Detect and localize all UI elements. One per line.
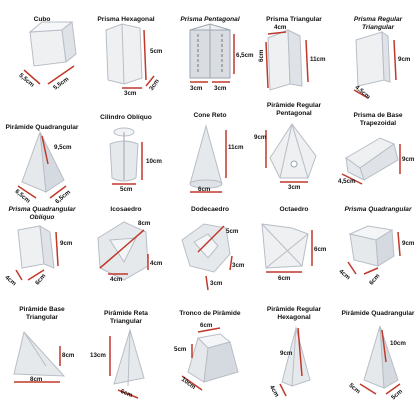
dim-label: 10cm <box>146 158 162 165</box>
dim-label: 6cm <box>258 49 265 62</box>
triangular-base-pyramid-figure <box>13 330 66 383</box>
frustum-figure <box>181 327 239 391</box>
dim-label: 5cm <box>226 228 239 235</box>
shape-octaedro: Octaedro 6cm 6cm <box>252 204 336 304</box>
dim-label: 5cm <box>120 186 133 193</box>
cone-figure <box>189 124 227 193</box>
oblique-square-prism-figure <box>15 225 59 281</box>
dim-label: 4cm <box>274 24 287 31</box>
dim-label: 3cm <box>288 184 301 191</box>
shape-piramide-reta-triangular: Pirâmide Reta Triangular 13cm 6cm <box>84 300 168 400</box>
shape-title: Octaedro <box>279 206 309 213</box>
shape-title: Cubo <box>33 16 51 23</box>
trapezoidal-prism-figure <box>341 137 401 185</box>
triangular-prism-figure <box>265 29 309 91</box>
dim-label: 5cm <box>174 346 187 353</box>
dim-label: 8cm <box>138 220 151 227</box>
shape-prisma-base-trapezoidal: Prisma de Base Trapezoidal 9cm 4,5cm <box>336 108 420 208</box>
shape-title: Tronco de Pirâmide <box>179 310 241 317</box>
dodecahedron-figure <box>181 223 233 291</box>
shape-title: Prisma Quadrangular Oblíquo <box>8 206 76 221</box>
shape-title: Pirâmide Regular Hexagonal <box>266 306 322 321</box>
oblique-cylinder-figure <box>109 127 143 185</box>
dim-label: 5cm <box>150 48 163 55</box>
shape-title: Icosaedro <box>110 206 142 213</box>
shape-tronco-de-piramide: Tronco de Pirâmide 6cm 5cm 10cm <box>168 300 252 400</box>
shape-icosaedro: Icosaedro 8cm 4cm 4cm <box>84 204 168 304</box>
shape-prisma-hexagonal: Prisma Hexagonal 5cm 3cm 3cm <box>84 0 168 100</box>
shape-cone-reto: Cone Reto 11cm 6cm <box>168 108 252 208</box>
dim-label: 6,5cm <box>236 52 254 59</box>
shape-title: Prisma Regular Triangular <box>353 16 403 31</box>
hexagonal-pyramid-figure <box>279 326 311 397</box>
shape-prisma-pentagonal: Prisma Pentagonal 6,5cm 3cm 3cm <box>168 0 254 100</box>
shape-title: Pirâmide Regular Pentagonal <box>266 102 322 117</box>
regular-triangular-prism-figure <box>353 31 397 99</box>
shape-cilindro-obliquo: Cilindro Oblíquo 10cm 5cm <box>84 108 168 208</box>
dim-label: 13cm <box>90 352 106 359</box>
dim-label: 9cm <box>254 134 267 141</box>
shape-title: Pirâmide Reta Triangular <box>104 310 148 325</box>
shape-cubo: Cubo 5,5cm 5,5cm <box>0 0 84 100</box>
dim-label: 10cm <box>390 340 406 347</box>
right-triangular-pyramid-figure <box>109 328 145 399</box>
shape-piramide-quadrangular: Pirâmide Quadrangular 9,5cm 6,5cm 6,5cm <box>0 108 84 208</box>
pentagonal-pyramid-figure <box>265 123 317 183</box>
shape-piramide-base-triangular: Pirâmide Base Triangular 8cm 8cm <box>0 300 84 400</box>
dim-label: 3cm <box>210 280 223 287</box>
shape-prisma-triangular: Prisma Triangular 4cm 11cm 6cm <box>252 0 336 100</box>
dim-label: 3cm <box>190 85 203 92</box>
shape-title: Prisma Pentagonal <box>180 16 240 23</box>
shape-title: Prisma Triangular <box>266 16 322 23</box>
dim-label: 6cm <box>278 275 291 282</box>
dim-label: 6cm <box>200 322 213 329</box>
hexagonal-prism-figure <box>105 23 155 89</box>
dim-label: 9cm <box>398 56 411 63</box>
shape-title: Prisma Hexagonal <box>97 16 155 23</box>
pentagonal-prism-figure <box>189 23 235 83</box>
dim-label: 6cm <box>198 186 211 193</box>
dim-label: 11cm <box>310 56 326 63</box>
dim-label: 9cm <box>402 240 415 247</box>
dim-label: 4,5cm <box>338 178 356 185</box>
shape-piramide-regular-pentagonal: Pirâmide Regular Pentagonal 9cm 3cm <box>252 102 336 208</box>
cube-figure <box>23 21 77 85</box>
shape-prisma-regular-triangular: Prisma Regular Triangular 9cm 4,5cm <box>336 0 420 101</box>
dim-label: 9cm <box>280 350 293 357</box>
shape-title: Prisma Quadrangular <box>344 206 412 213</box>
dim-label: 3cm <box>214 85 227 92</box>
shape-prisma-quadrangular-obliquo: Prisma Quadrangular Oblíquo 9cm 4cm 6cm <box>0 204 84 304</box>
shape-prisma-quadrangular: Prisma Quadrangular 9cm 4cm 6cm <box>336 204 420 304</box>
square-pyramid-figure-2 <box>359 325 401 395</box>
octahedron-figure <box>261 223 313 273</box>
dim-label: 4cm <box>110 276 123 283</box>
dim-label: 8cm <box>62 352 75 359</box>
dim-label: 8cm <box>30 376 43 383</box>
icosahedron-figure <box>97 221 149 281</box>
shape-title: Cilindro Oblíquo <box>100 114 152 121</box>
dim-label: 3cm <box>124 90 137 97</box>
shape-title: Pirâmide Quadrangular <box>341 310 415 317</box>
dim-label: 9cm <box>60 240 73 247</box>
dim-label: 6cm <box>314 246 327 253</box>
dim-label: 4cm <box>150 260 163 267</box>
square-prism-figure <box>347 225 401 275</box>
shape-title: Dodecaedro <box>190 206 230 213</box>
shape-dodecaedro: Dodecaedro 5cm 3cm 3cm <box>168 204 252 304</box>
shape-title: Pirâmide Quadrangular <box>5 124 79 131</box>
shape-title: Pirâmide Base Triangular <box>19 306 65 321</box>
dim-label: 9,5cm <box>54 144 72 151</box>
dim-label: 9cm <box>402 156 415 163</box>
shape-piramide-quadrangular-2: Pirâmide Quadrangular 10cm 5cm 5cm <box>336 300 420 401</box>
dim-label: 3cm <box>232 262 245 269</box>
shape-piramide-regular-hexagonal: Pirâmide Regular Hexagonal 9cm 4cm <box>252 300 336 400</box>
square-pyramid-figure <box>17 131 67 199</box>
dim-label: 11cm <box>228 144 244 151</box>
shape-title: Prisma de Base Trapezoidal <box>353 112 403 127</box>
shape-title: Cone Reto <box>193 112 227 119</box>
